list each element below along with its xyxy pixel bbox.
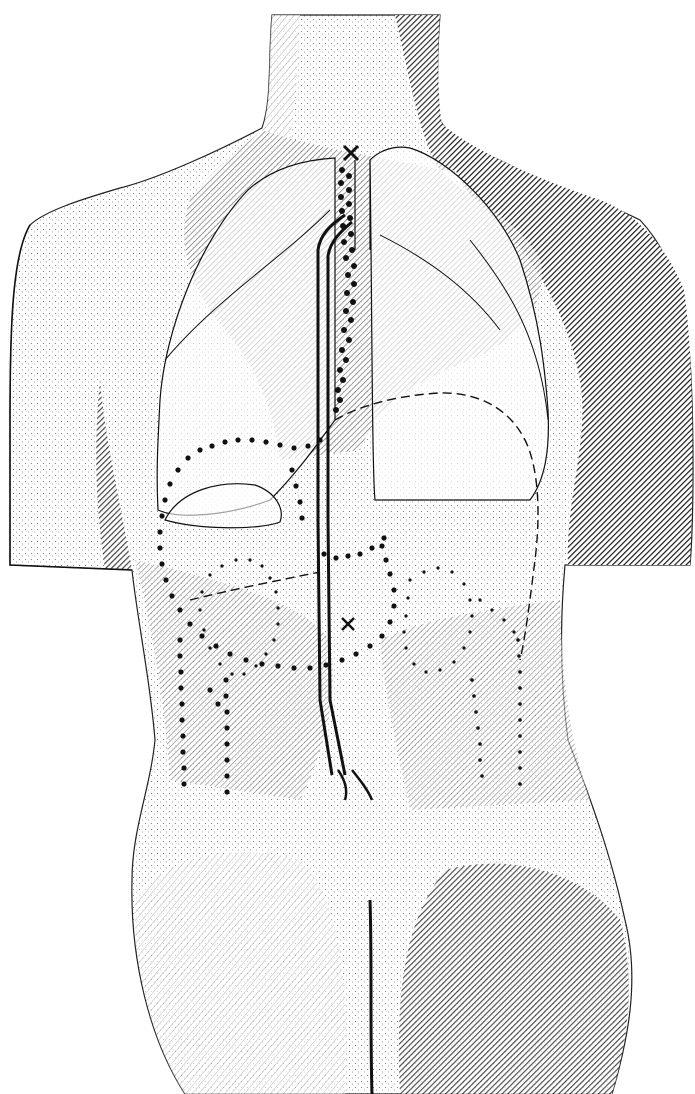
buttocks-shading-right [399,864,629,1094]
lower-back-shading-right [380,600,590,810]
buttocks-shading [135,852,347,1094]
gluteal-cleft [370,900,372,1094]
